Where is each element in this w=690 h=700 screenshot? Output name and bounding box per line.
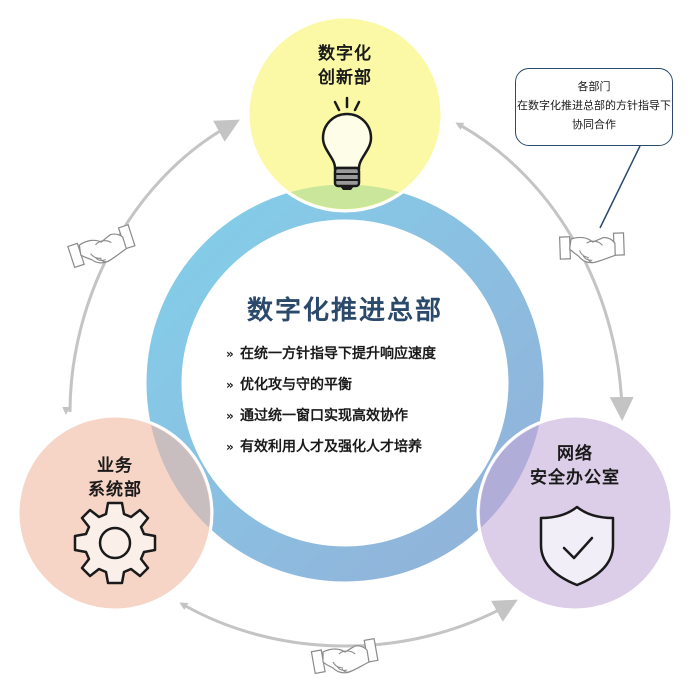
- node-label-business-systems: 业务 系统部: [88, 456, 142, 500]
- handshake-icon: [65, 223, 138, 269]
- bullet-item: »优化攻与守的平衡: [226, 374, 436, 405]
- gear-icon: [73, 501, 157, 585]
- bullet-marker-icon: »: [226, 440, 234, 454]
- bullet-marker-icon: »: [226, 378, 234, 392]
- bullet-marker-icon: »: [226, 409, 234, 423]
- callout-pointer: [599, 145, 641, 229]
- bullet-marker-icon: »: [226, 347, 234, 361]
- center-disc: [182, 220, 508, 546]
- node-label-cyber-security: 网络 安全办公室: [530, 444, 620, 488]
- center-bullet-list: »在统一方针指导下提升响应速度 »优化攻与守的平衡 »通过统一窗口实现高效协作 …: [226, 343, 436, 467]
- shield-check-icon: [539, 505, 615, 587]
- bullet-item: »在统一方针指导下提升响应速度: [226, 343, 436, 374]
- node-label-digital-innovation: 数字化 创新部: [318, 44, 372, 88]
- bullet-item: »通过统一窗口实现高效协作: [226, 405, 436, 436]
- arrow-left-to-right: [181, 599, 518, 648]
- lightbulb-icon: [321, 96, 373, 190]
- callout-bubble: 各部门 在数字化推进总部的方针指导下 协同合作: [515, 68, 673, 146]
- bullet-item: »有效利用人才及强化人才培养: [226, 436, 436, 467]
- center-title: 数字化推进总部: [246, 296, 443, 326]
